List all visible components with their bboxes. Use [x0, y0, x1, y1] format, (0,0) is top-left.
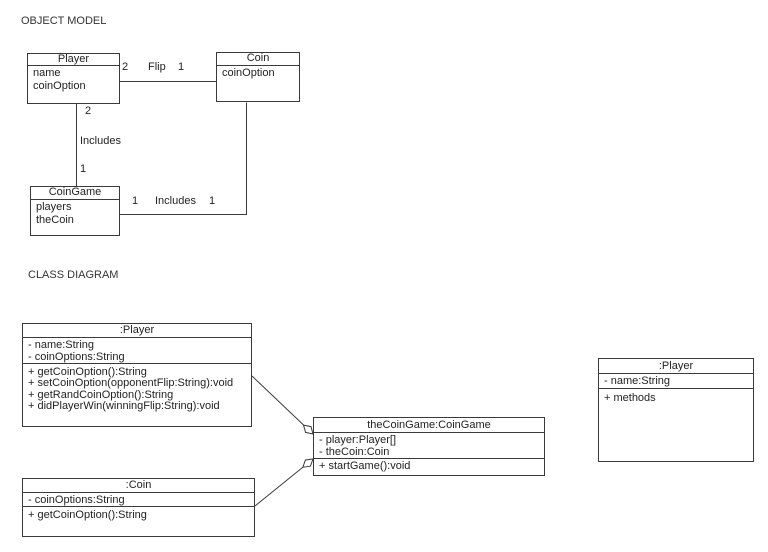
object-player-title: Player [28, 54, 119, 66]
attribute-row: - coinOptions:String [28, 494, 125, 506]
flip-target-multiplicity: 1 [178, 61, 185, 73]
object-player-box: Player name coinOption [27, 53, 120, 104]
player-aggregation-line [251, 375, 314, 435]
attribute-row: coinOption [222, 67, 275, 79]
method-row: + getCoinOption():String [28, 509, 147, 521]
method-row: + methods [604, 392, 656, 404]
attribute-row: - name:String [28, 339, 95, 351]
class-coin-methods: + getCoinOption():String [23, 507, 254, 536]
object-model-heading: OBJECT MODEL [21, 15, 107, 27]
aggregation-diamond-icon [302, 424, 314, 435]
method-row: + startGame():void [319, 460, 411, 472]
object-coingame-title: CoinGame [31, 187, 119, 200]
includes-coin-target-multiplicity: 1 [209, 195, 216, 207]
class-player-summary-methods: + methods [599, 389, 753, 461]
attribute-row: - player:Player[] [319, 434, 397, 446]
object-coingame-attributes: players theCoin [31, 200, 119, 235]
object-player-attributes: name coinOption [28, 66, 119, 103]
coin-aggregation-line [254, 458, 314, 507]
object-coin-box: Coin coinOption [216, 52, 300, 102]
class-player-detail-methods: + getCoinOption():String + setCoinOption… [23, 364, 251, 426]
object-coin-attributes: coinOption [217, 66, 299, 101]
method-row: + setCoinOption(opponentFlip:String):voi… [28, 377, 234, 390]
flip-source-multiplicity: 2 [122, 61, 129, 73]
class-coingame-instance-attributes: - player:Player[] - theCoin:Coin [314, 433, 544, 459]
class-player-summary-attributes: - name:String [599, 374, 753, 389]
includes-players-association-label: Includes [80, 135, 121, 147]
class-diagram-heading: CLASS DIAGRAM [28, 269, 119, 281]
object-coingame-box: CoinGame players theCoin [30, 186, 120, 236]
class-coin-attributes: - coinOptions:String [23, 493, 254, 507]
class-player-detail-title: :Player [23, 324, 251, 338]
method-row: + didPlayerWin(winningFlip:String):void [28, 399, 220, 412]
class-player-detail-attributes: - name:String - coinOptions:String [23, 338, 251, 364]
class-player-summary-box: :Player - name:String + methods [598, 358, 754, 462]
includes-coin-source-multiplicity: 1 [132, 195, 139, 207]
aggregation-diamond-icon [302, 458, 314, 468]
method-row: + getCoinOption():String [28, 366, 147, 378]
attribute-row: coinOption [33, 80, 86, 92]
includes-players-target-multiplicity: 1 [80, 163, 87, 175]
class-coingame-instance-title: theCoinGame:CoinGame [314, 418, 544, 433]
object-coin-title: Coin [217, 53, 299, 66]
method-row: + getRandCoinOption():String [28, 388, 174, 401]
class-coin-box: :Coin - coinOptions:String + getCoinOpti… [22, 478, 255, 537]
class-player-summary-title: :Player [599, 359, 753, 374]
includes-coin-association-label: Includes [155, 195, 196, 207]
attribute-row: name [33, 67, 61, 79]
attribute-row: - coinOptions:String [28, 351, 125, 363]
includes-players-source-multiplicity: 2 [85, 105, 92, 117]
class-coingame-instance-methods: + startGame():void [314, 459, 544, 475]
class-coingame-instance-box: theCoinGame:CoinGame - player:Player[] -… [313, 417, 545, 476]
attribute-row: players [36, 201, 72, 213]
class-player-detail-box: :Player - name:String - coinOptions:Stri… [22, 323, 252, 427]
attribute-row: - theCoin:Coin [319, 446, 390, 458]
attribute-row: theCoin [36, 214, 74, 226]
flip-association-label: Flip [148, 61, 166, 73]
attribute-row: - name:String [604, 375, 671, 387]
class-coin-title: :Coin [23, 479, 254, 493]
